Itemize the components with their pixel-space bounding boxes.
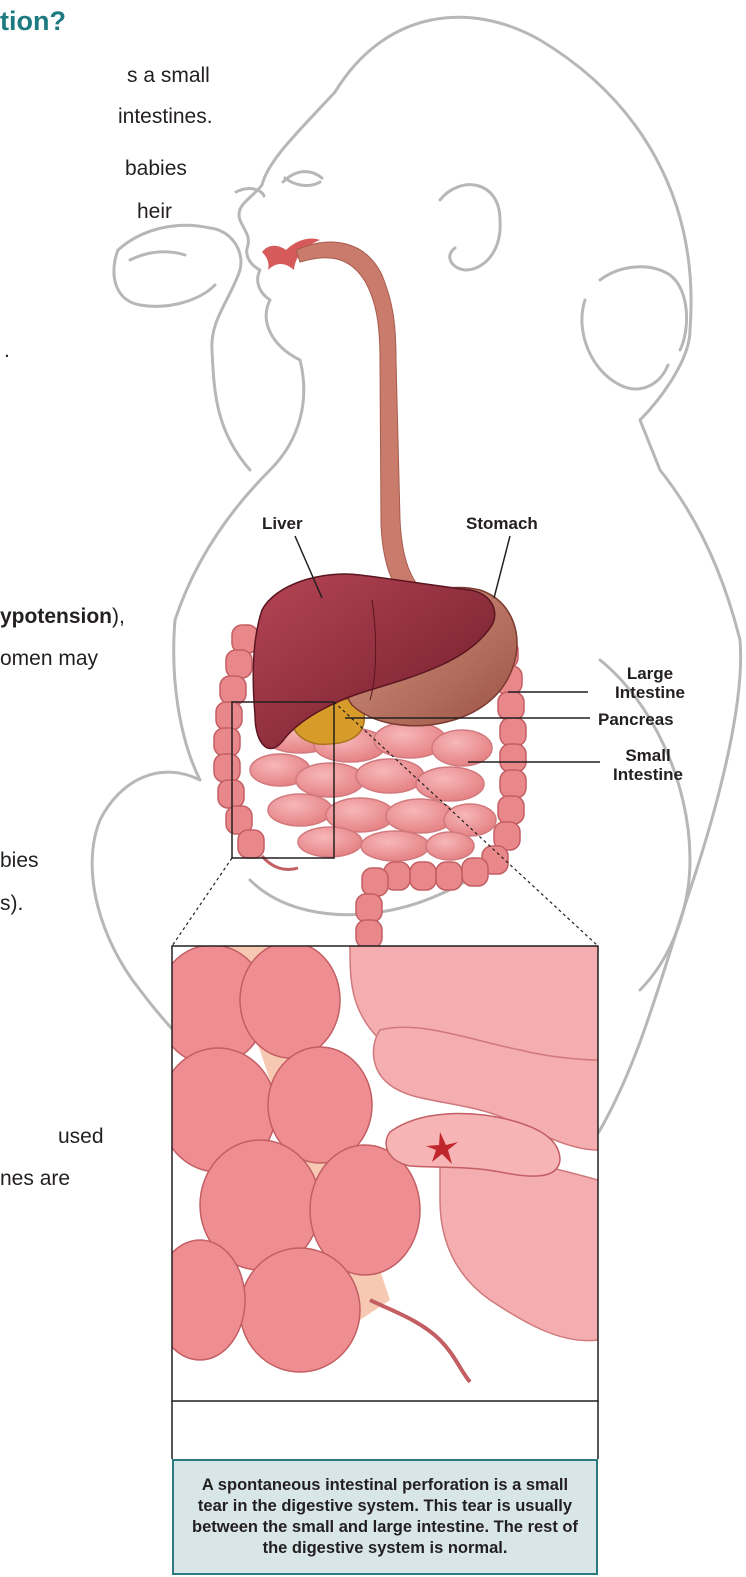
caption-box: A spontaneous intestinal perforation is …	[172, 1459, 598, 1575]
label-large-intestine-line2: Intestine	[610, 683, 690, 702]
label-pancreas: Pancreas	[598, 710, 674, 729]
label-large-intestine: Large Intestine	[610, 664, 690, 702]
small-intestine	[250, 717, 496, 861]
caption-text: A spontaneous intestinal perforation is …	[186, 1475, 584, 1559]
zoom-connector-left	[172, 858, 232, 946]
esophagus	[296, 242, 430, 612]
label-liver: Liver	[262, 514, 303, 533]
label-stomach: Stomach	[466, 514, 538, 533]
label-large-intestine-line1: Large	[610, 664, 690, 683]
zoom-inset	[155, 942, 598, 1401]
label-small-intestine-line1: Small	[598, 746, 698, 765]
label-small-intestine: Small Intestine	[598, 746, 698, 784]
label-small-intestine-line2: Intestine	[598, 765, 698, 784]
